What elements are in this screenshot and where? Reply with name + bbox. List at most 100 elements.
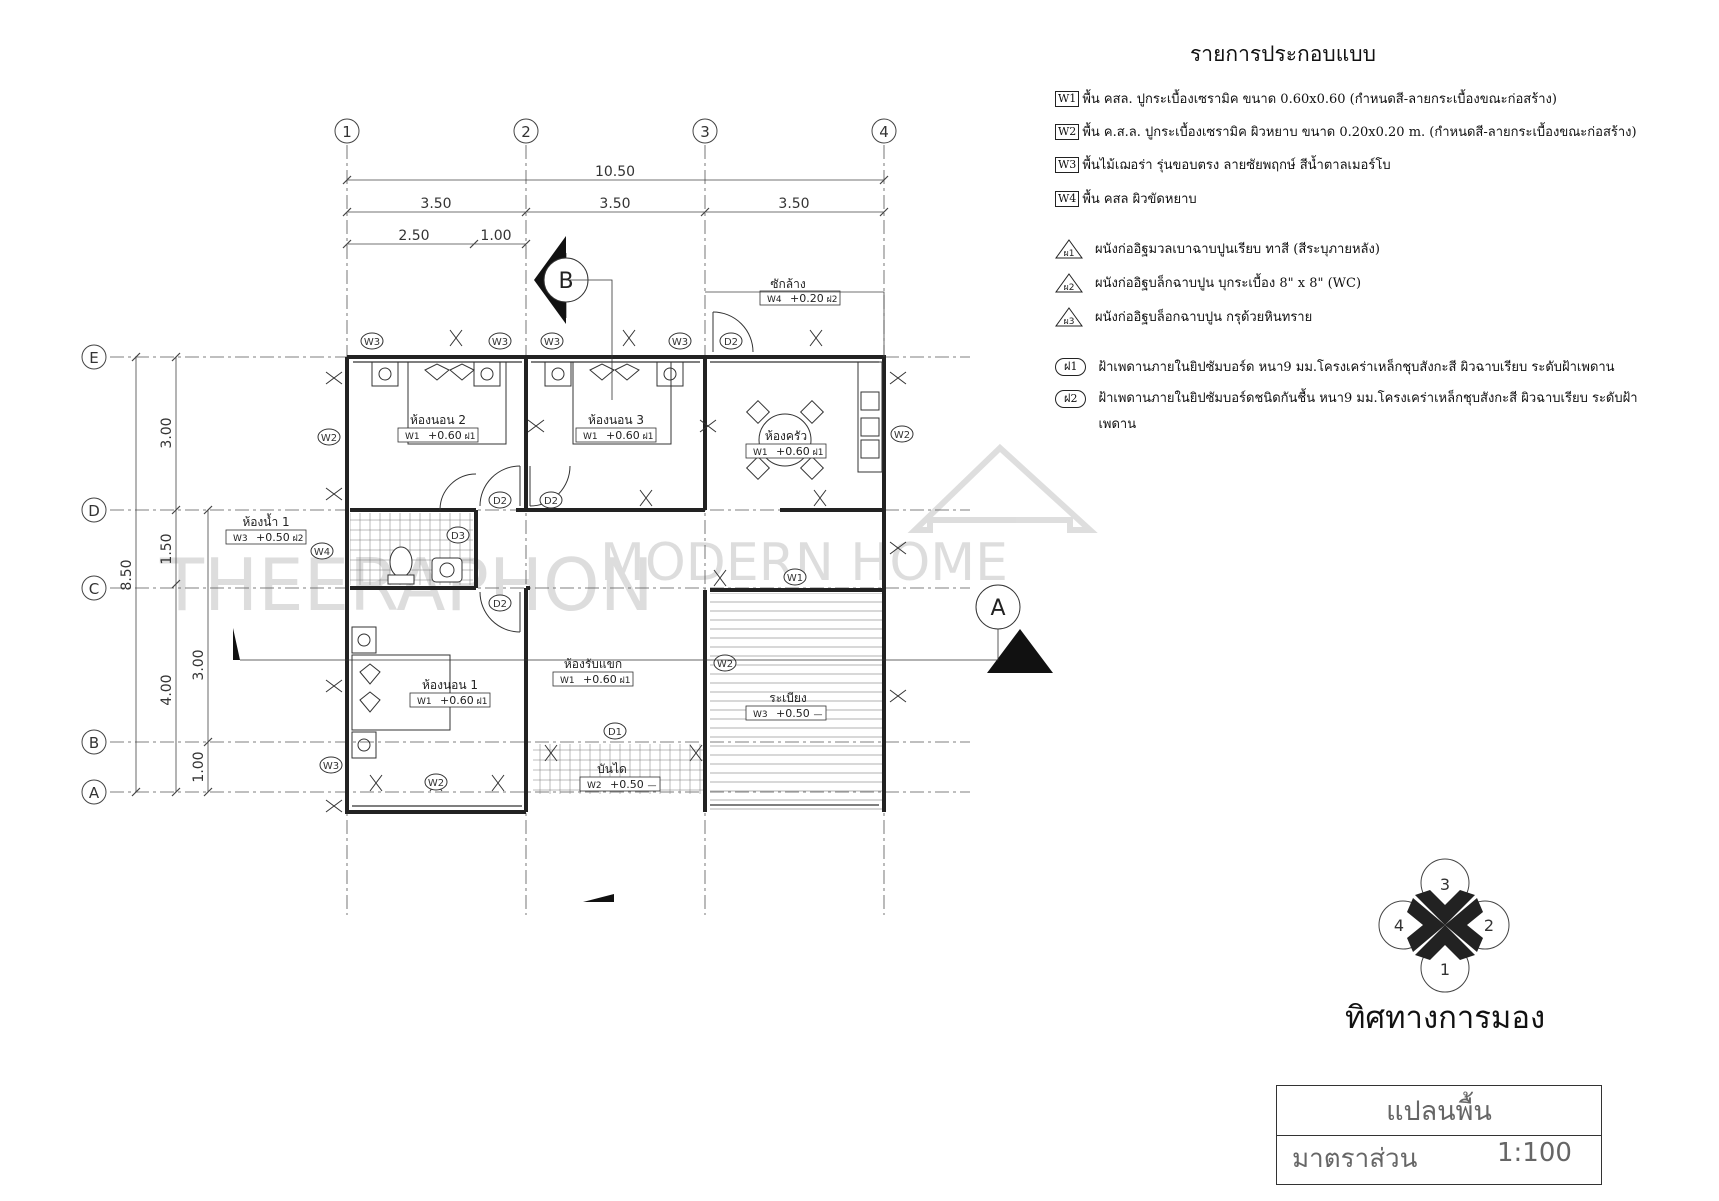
svg-text:ผ3: ผ3 [1064,317,1075,327]
tag-d3-1: D3 [446,526,470,544]
svg-text:W3: W3 [233,534,248,544]
room-living-room: ห้องรับแขก W1 +0.60 ฝ1 [552,657,634,687]
legend-text: พื้น ค.ส.ล. ปูกระเบื้องเซรามิค ผิวหยาบ ข… [1082,125,1637,140]
tag-d2-2: D2 [488,491,512,509]
svg-text:D2: D2 [724,337,738,348]
room-name: ห้องรับแขก [564,657,622,671]
dimensions-top [342,175,889,249]
view-direction-title: ทิศทางการมอง [1345,1000,1546,1036]
room-bedroom-1: ห้องนอน 1 W1 +0.60 ฝ1 [409,678,491,708]
room-name: ห้องน้ำ 1 [242,513,289,529]
svg-text:+0.20: +0.20 [790,292,824,305]
section-marker-a: A [233,584,1053,673]
triangle-icon: ผ1 [1055,238,1083,259]
view-label-2: 2 [1484,916,1494,935]
legend-ceiling-1: ฝ1 ฝ้าเพดานภายในยิปซัมบอร์ด หนา9 มม.โครง… [1055,356,1615,377]
svg-text:W1: W1 [417,697,432,707]
dim-bay-2: 3.50 [599,196,630,212]
grid-label-b: B [89,734,99,752]
beds [351,361,672,731]
tag-d2-1: D2 [719,332,743,350]
room-name: ซักล้าง [770,277,805,291]
dim-v-4: 3.00 [191,649,207,680]
svg-text:W1: W1 [405,432,420,442]
svg-text:W3: W3 [544,337,560,348]
dim-total: 10.50 [595,164,635,180]
legend-code: ฝ1 [1055,357,1087,376]
scale-value: 1:100 [1497,1138,1572,1168]
svg-text:W1: W1 [787,573,803,584]
room-name: ห้องนอน 3 [588,413,644,427]
svg-text:W2: W2 [587,781,602,791]
svg-text:ฝ1: ฝ1 [620,676,631,686]
legend-text: ผนังก่ออิฐบล็กฉาบปูน บุกระเบื้อง 8" x 8"… [1095,276,1362,291]
dim-sub-2: 1.00 [480,228,511,244]
scale-label: มาตราส่วน [1292,1144,1418,1174]
svg-text:W4: W4 [314,547,330,558]
svg-text:ฝ2: ฝ2 [827,295,838,305]
svg-text:+0.60: +0.60 [776,445,810,458]
svg-text:W1: W1 [560,676,575,686]
room-bathroom-1: ห้องน้ำ 1 W3 +0.50 ฝ2 [225,513,307,545]
tag-d2-4: D2 [488,594,512,612]
tag-w3-3: W3 [540,332,564,350]
drawing-name: แปลนพื้น [1277,1086,1601,1136]
dim-total-v: 8.50 [119,559,135,590]
svg-text:+0.60: +0.60 [428,429,462,442]
tag-w3-2: W3 [488,332,512,350]
balcony-deck-hatch [710,593,882,811]
svg-text:W4: W4 [767,295,782,305]
grid-bubbles-left: E D C B A [81,344,107,805]
dim-sub-1: 2.50 [398,228,429,244]
svg-text:D3: D3 [451,531,465,542]
tag-w3-4: W3 [668,332,692,350]
room-bedroom-3: ห้องนอน 3 W1 +0.60 ฝ1 [575,413,657,443]
grid-label-a: A [89,784,100,802]
grid-label-e: E [89,349,98,367]
grid-bubbles-top: 1 2 3 4 [334,118,897,144]
room-name: ห้องนอน 1 [422,678,478,692]
tag-w3-1: W3 [360,332,384,350]
grid-label-3: 3 [700,123,710,141]
section-end-mark [583,894,614,902]
svg-text:W2: W2 [321,433,337,444]
legend-code: W1 [1055,90,1080,107]
grid-label-1: 1 [342,123,352,141]
svg-text:D2: D2 [544,496,558,507]
legend-code: W2 [1055,123,1080,140]
svg-text:+0.60: +0.60 [606,429,640,442]
tag-w1-1: W1 [783,568,807,586]
svg-text:ฝ1: ฝ1 [643,432,654,442]
grid-label-c: C [89,580,99,598]
section-a-label: A [990,596,1005,621]
tag-d2-3: D2 [539,491,563,509]
legend-text: พื้น คสล. ปูกระเบื้องเซรามิค ขนาด 0.60x0… [1082,92,1557,107]
dim-v-3: 4.00 [159,674,175,705]
legend-ceiling-2: ฝ2 ฝ้าเพดานภายในยิปซัมบอร์ดชนิดกันชื้น ห… [1055,390,1638,438]
walls [345,355,886,814]
grid-label-2: 2 [521,123,531,141]
view-direction-symbol: 3 2 1 4 [1378,858,1510,993]
svg-text:W1: W1 [583,432,598,442]
legend-wall-3: ผ3 ผนังก่ออิฐบล็อกฉาบปูน กรุด้วยหินทราย [1055,306,1312,327]
room-name: ระเบียง [769,691,807,705]
legend-floor-w3: W3 พื้นไม้เฌอร่า รุ่นขอบตรง ลายซัยพฤกษ์ … [1055,154,1391,175]
svg-text:ฝ1: ฝ1 [813,448,824,458]
svg-text:+0.50: +0.50 [256,531,290,544]
legend-wall-1: ผ1 ผนังก่ออิฐมวลเบาฉาบปูนเรียบ ทาสี (สีร… [1055,238,1380,259]
watermark-top-text: MODERN HOME [600,533,1008,593]
dim-v-2: 1.50 [159,533,175,564]
legend-text: พื้น คสล ผิวขัดหยาบ [1082,192,1197,207]
room-name: ห้องครัว [765,429,807,443]
grid-label-d: D [88,502,100,520]
view-label-1: 1 [1440,960,1450,979]
legend-floor-w4: W4 พื้น คสล ผิวขัดหยาบ [1055,188,1197,209]
legend-text: พื้นไม้เฌอร่า รุ่นขอบตรง ลายซัยพฤกษ์ สีน… [1082,158,1391,173]
tag-w2-4: W2 [424,773,448,791]
dim-bay-1: 3.50 [420,196,451,212]
svg-text:W3: W3 [323,761,339,772]
legend-code: W4 [1055,190,1080,207]
room-name: ห้องนอน 2 [410,413,466,427]
svg-text:—: — [648,781,657,791]
svg-text:+0.60: +0.60 [440,694,474,707]
